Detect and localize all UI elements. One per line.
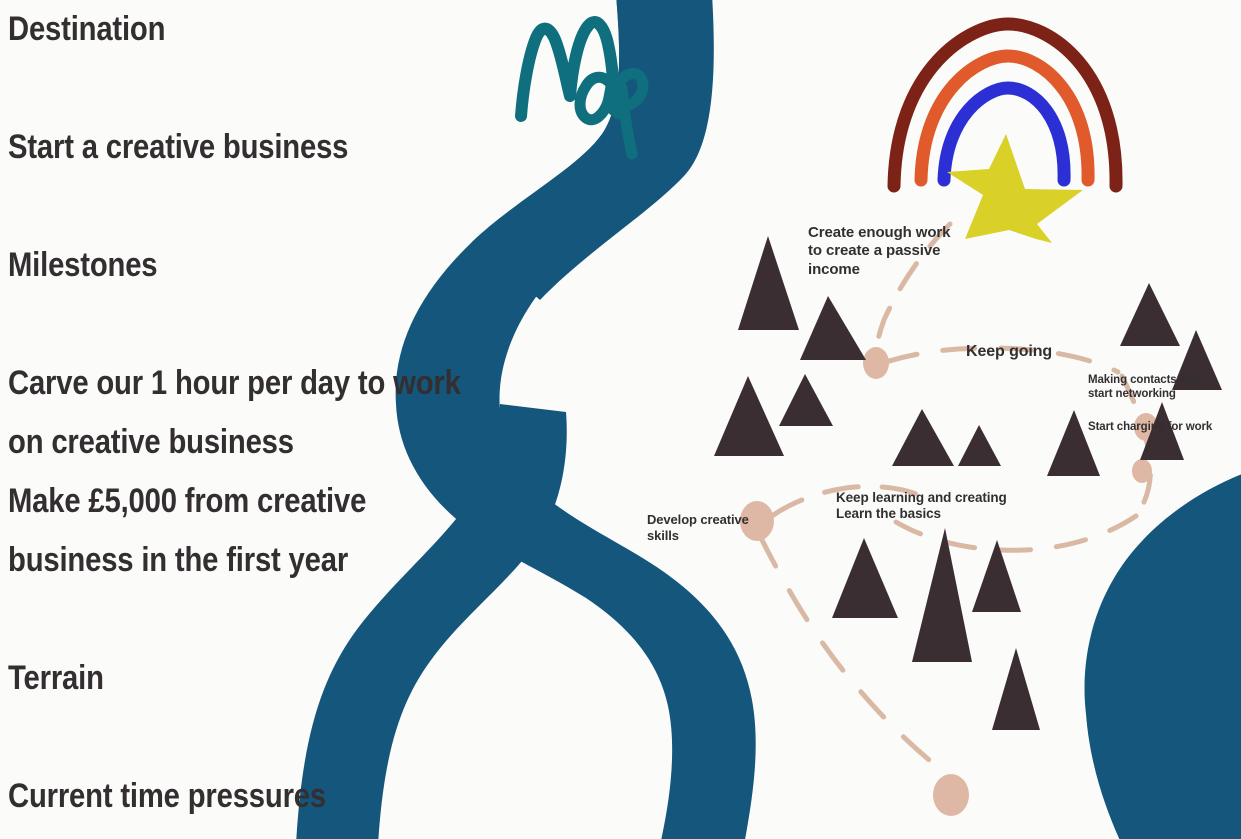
map-letter-a [574,71,624,126]
mountain [1172,330,1222,390]
mountain [892,409,954,466]
spacer [8,177,528,236]
label-line: income [808,260,860,278]
mountain [972,540,1021,612]
mountain [1140,402,1184,460]
heading-milestones: Milestones [8,246,158,284]
dot-develop-skills [740,501,774,541]
spacer [8,590,528,649]
dot-charging [1132,459,1152,483]
mountain-group [714,236,1222,730]
destination-line-1: Start a creative business [8,128,349,166]
mountain [992,648,1040,730]
path-keepgoing-to-networking [1119,373,1153,513]
map-word-handwritten [515,16,649,160]
label-line: Create enough work [808,224,951,241]
mountain [738,236,799,330]
rainbow-arc-outer [887,17,1123,193]
spacer [8,708,528,767]
milestones-line-2: on creative business [8,423,294,461]
label-develop-creative-skills: Develop creative skills [647,512,749,544]
label-start-charging: Start charging for work [1088,420,1212,434]
mountain [958,425,1001,466]
dot-passive-income [863,347,889,379]
spacer [8,59,528,118]
star-icon [947,134,1083,243]
milestone-dots [740,347,1158,816]
terrain-line-2: Working a full time professional job [8,826,497,839]
heading-terrain: Terrain [8,659,104,697]
label-line: start networking [1088,388,1176,401]
mountain [832,538,898,618]
label-line: Develop creative [647,512,749,527]
river-right-inner [1084,474,1241,839]
dashed-path-group [757,221,1153,775]
mountain [1047,410,1100,476]
label-line: Keep going [966,343,1053,360]
rainbow-arc-middle [914,49,1095,187]
label-line: to create a passive [808,242,941,260]
river-left-branch [296,404,567,839]
mountain [779,374,833,426]
path-develop-to-learning [769,483,925,519]
milestones-line-3: Make £5,000 from creative [8,482,367,520]
mountain [1120,283,1180,346]
label-line: Learn the basics [836,506,941,522]
label-line: Making contacts and [1088,374,1200,386]
map-letter-p [614,68,649,160]
path-develop-to-start [757,533,947,775]
rainbow-group [887,17,1123,193]
path-networking-to-learning [893,513,1139,553]
path-passive-to-keepgoing [883,345,1121,375]
left-text-panel: Destination Start a creative business Mi… [8,0,528,839]
mountain [714,376,784,456]
mountain [800,296,866,360]
label-keep-going: Keep going [966,342,1052,362]
milestones-line-1: Carve our 1 hour per day to work [8,364,461,402]
dot-start [933,774,969,816]
river-group [296,0,1241,839]
label-create-passive-income: Create enough work to create a passive i… [808,224,951,279]
label-line: Keep learning and creating [836,490,1007,505]
path-star-to-passive-dot [873,221,953,359]
map-letter-m [515,16,620,122]
heading-destination: Destination [8,10,166,48]
rainbow-arc-inner [937,81,1071,187]
terrain-line-1: Current time pressures [8,777,326,815]
label-line: Start charging for work [1088,421,1213,433]
river-main [395,0,756,839]
label-making-contacts: Making contacts and start networking [1088,373,1200,401]
label-keep-learning: Keep learning and creating Learn the bas… [836,490,1007,523]
mountain [912,528,972,662]
spacer [8,295,528,354]
milestones-line-4: business in the first year [8,541,349,579]
river-upper-bend [472,0,714,300]
label-line: skills [647,527,679,543]
